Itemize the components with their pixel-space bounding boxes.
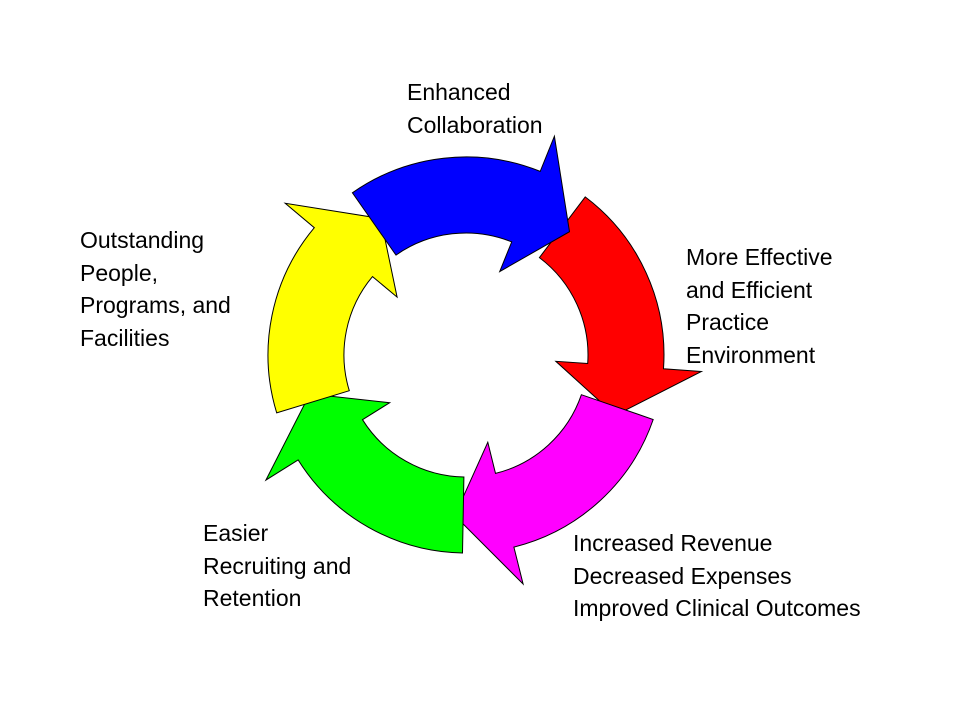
arrow-practice [538,196,704,416]
label-line: Practice [686,309,770,335]
label-line: Easier [203,520,269,546]
arrow-collaboration [351,134,571,273]
label-line: and Efficient [686,276,813,303]
arrow-people [267,202,398,414]
label-line: Collaboration [407,111,543,138]
label-line: Retention [203,585,302,611]
label-line: Facilities [80,324,170,351]
label-line: Improved Clinical Outcomes [573,595,861,621]
arrow-recruiting [264,393,465,554]
cycle-arrows [264,134,704,586]
label-line: Programs, and [80,292,231,318]
label-line: Increased Revenue [573,530,773,556]
label-line: People, [80,259,159,286]
label-line: Recruiting and [203,552,352,579]
label-line: Outstanding [80,227,205,253]
label-line: More Effective [686,244,833,270]
label-effective-practice-environment: More Effective and Efficient Practice En… [686,241,833,371]
label-enhanced-collaboration: Enhanced Collaboration [407,76,543,141]
label-line: Decreased Expenses [573,562,792,589]
arrow-revenue [454,394,654,586]
label-line: Enhanced [407,79,511,105]
label-revenue-expenses-outcomes: Increased Revenue Decreased Expenses Imp… [573,527,861,625]
label-people-programs-facilities: Outstanding People, Programs, and Facili… [80,224,231,354]
label-recruiting-retention: Easier Recruiting and Retention [203,517,351,615]
label-line: Environment [686,341,816,368]
